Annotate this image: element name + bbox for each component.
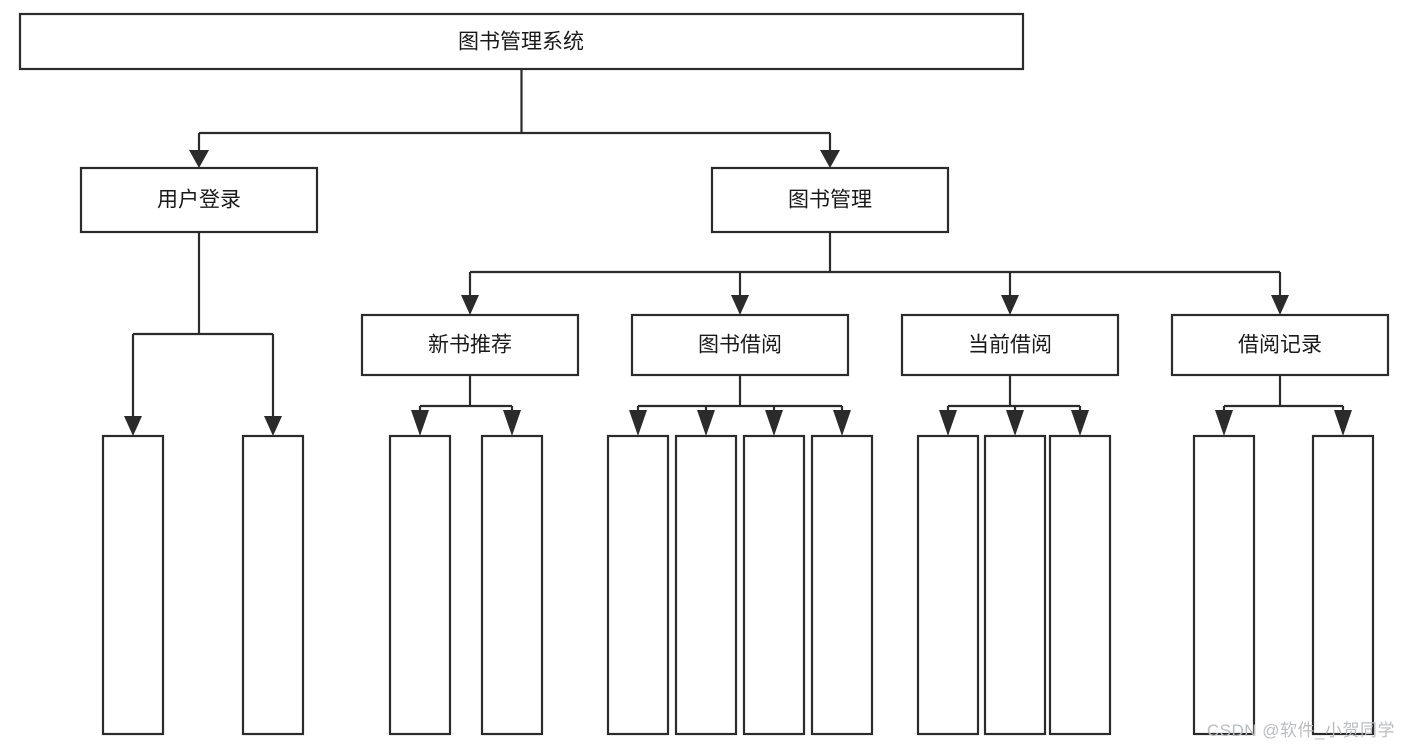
node-leaf-12[interactable] xyxy=(1192,434,1256,736)
node-leaf-4[interactable] xyxy=(480,434,544,736)
node-login[interactable]: 用户登录 xyxy=(79,166,319,234)
node-leaf-6[interactable] xyxy=(674,434,738,736)
node-leaf-9-box[interactable] xyxy=(916,434,980,736)
arrow-to-leaf-4 xyxy=(503,410,521,436)
node-current-label: 当前借阅 xyxy=(968,334,1052,357)
node-leaf-3-box[interactable] xyxy=(388,434,452,736)
node-records-label: 借阅记录 xyxy=(1238,334,1322,357)
node-borrow[interactable]: 图书借阅 xyxy=(630,313,850,377)
connector-bookmgmt-bus xyxy=(468,232,1282,297)
node-leaf-11[interactable] xyxy=(1048,434,1112,736)
arrow-to-leaf-9 xyxy=(939,410,957,436)
node-records-box[interactable] xyxy=(1170,313,1390,377)
node-borrow-label: 图书借阅 xyxy=(698,334,782,357)
node-records[interactable]: 借阅记录 xyxy=(1170,313,1390,377)
arrow-to-leaf-13 xyxy=(1334,410,1352,436)
node-leaf-13-box[interactable] xyxy=(1311,434,1375,736)
node-bookmgmt-box[interactable] xyxy=(710,166,950,234)
node-current-box[interactable] xyxy=(900,313,1120,377)
node-leaf-4-box[interactable] xyxy=(480,434,544,736)
node-leaf-7[interactable] xyxy=(742,434,806,736)
node-root-box[interactable] xyxy=(18,12,1025,71)
node-leaf-8-box[interactable] xyxy=(810,434,874,736)
connector-records-bus xyxy=(1222,375,1345,418)
arrow-to-leaf-3 xyxy=(411,410,429,436)
arrow-to-leaf-6 xyxy=(697,410,715,436)
node-leaf-2-box[interactable] xyxy=(241,434,305,736)
arrow-to-leaf-8 xyxy=(833,410,851,436)
arrow-to-login xyxy=(189,150,209,168)
connector-root-bus xyxy=(197,69,832,152)
node-leaf-11-box[interactable] xyxy=(1048,434,1112,736)
node-newbook[interactable]: 新书推荐 xyxy=(360,313,580,377)
node-leaf-10-box[interactable] xyxy=(983,434,1047,736)
arrow-to-borrow xyxy=(731,295,749,315)
node-bookmgmt-label: 图书管理 xyxy=(788,189,872,212)
arrow-to-leaf-1 xyxy=(124,416,142,436)
node-borrow-box[interactable] xyxy=(630,313,850,377)
connector-login-bus xyxy=(131,232,275,418)
node-root[interactable]: 图书管理系统 xyxy=(18,12,1025,71)
node-leaf-10[interactable] xyxy=(983,434,1047,736)
node-leaf-5[interactable] xyxy=(606,434,670,736)
node-newbook-label: 新书推荐 xyxy=(428,334,512,357)
node-leaf-9[interactable] xyxy=(916,434,980,736)
node-current[interactable]: 当前借阅 xyxy=(900,313,1120,377)
node-login-box[interactable] xyxy=(79,166,319,234)
node-leaf-5-box[interactable] xyxy=(606,434,670,736)
node-leaf-12-box[interactable] xyxy=(1192,434,1256,736)
node-leaf-1-box[interactable] xyxy=(101,434,165,736)
node-leaf-6-box[interactable] xyxy=(674,434,738,736)
arrow-to-records xyxy=(1271,295,1289,315)
arrow-to-leaf-2 xyxy=(264,416,282,436)
arrow-to-leaf-5 xyxy=(629,410,647,436)
arrow-to-leaf-12 xyxy=(1215,410,1233,436)
arrow-to-current xyxy=(1001,295,1019,315)
node-leaf-3[interactable] xyxy=(388,434,452,736)
node-leaf-1[interactable] xyxy=(101,434,165,736)
node-leaf-7-box[interactable] xyxy=(742,434,806,736)
node-leaf-2[interactable] xyxy=(241,434,305,736)
arrow-to-leaf-11 xyxy=(1071,410,1089,436)
node-leaf-8[interactable] xyxy=(810,434,874,736)
node-login-label: 用户登录 xyxy=(157,189,241,212)
node-newbook-box[interactable] xyxy=(360,313,580,377)
arrow-to-newbook xyxy=(461,295,479,315)
arrow-to-leaf-10 xyxy=(1006,410,1024,436)
connector-borrow-bus xyxy=(636,375,844,418)
arrow-to-bookmgmt xyxy=(820,150,840,168)
arrow-to-leaf-7 xyxy=(765,410,783,436)
connector-newbook-bus xyxy=(418,375,514,418)
node-bookmgmt[interactable]: 图书管理 xyxy=(710,166,950,234)
node-leaf-13[interactable] xyxy=(1311,434,1375,736)
connector-layer xyxy=(124,69,1352,436)
node-root-label: 图书管理系统 xyxy=(458,31,584,54)
